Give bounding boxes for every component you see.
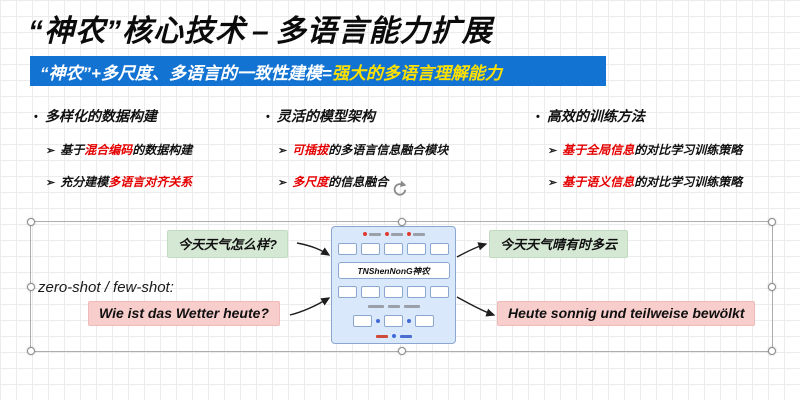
model-diagram[interactable]: TNShenNonG神农 [331, 226, 456, 344]
selection-handle-sw[interactable] [27, 347, 35, 355]
micro-text-bar-blue [399, 334, 412, 338]
cell-box [353, 315, 372, 327]
task-label [362, 232, 381, 236]
bullet-item: ➢ 基于语义信息的对比学习训练策略 [536, 173, 742, 190]
bullet-dot-icon: • [34, 111, 38, 123]
rotate-handle[interactable] [389, 179, 409, 199]
column-heading: • 多样化的数据构建 [34, 106, 192, 126]
arrow-bullet-icon: ➢ [548, 177, 558, 189]
cell-box [430, 286, 449, 298]
arrow-bullet-icon: ➢ [278, 145, 288, 157]
micro-text-bar [403, 305, 420, 308]
micro-text-bar [387, 305, 400, 308]
item-text: 基于 [60, 143, 85, 157]
selection-handle-s[interactable] [397, 347, 406, 355]
cell-box [384, 286, 403, 298]
banner-white-text: “神农”+多尺度、多语言的一致性建模= [40, 63, 332, 83]
item-highlight: 基于语义信息 [562, 175, 635, 189]
item-highlight: 可插拔 [292, 143, 329, 157]
chat-bubble-cn-answer[interactable]: 今天天气晴有时多云 [489, 230, 629, 258]
flame-icon [384, 232, 389, 236]
column-heading-text: 灵活的模型架构 [276, 108, 375, 124]
item-highlight: 多语言对齐关系 [108, 175, 193, 189]
title-part1: “神农”核心技术 [28, 15, 246, 48]
model-cells-row [338, 286, 449, 298]
selection-handle-n[interactable] [397, 218, 406, 226]
bullet-dot-icon: • [266, 111, 270, 123]
cell-box [430, 243, 449, 255]
chat-bubble-cn-question[interactable]: 今天天气怎么样? [167, 230, 288, 258]
selection-handle-w[interactable] [27, 282, 35, 291]
bullet-item: ➢ 基于混合编码的数据构建 [34, 141, 192, 158]
column-heading-text: 多样化的数据构建 [44, 108, 157, 124]
micro-text-bar [367, 305, 384, 308]
arrow-bullet-icon: ➢ [46, 145, 56, 157]
cell-box [361, 286, 380, 298]
snowflake-icon [391, 334, 396, 338]
item-text: 的对比学习训练策略 [634, 175, 743, 189]
arrow-bullet-icon: ➢ [278, 177, 288, 189]
flame-icon [362, 232, 367, 236]
selection-handle-ne[interactable] [768, 218, 776, 226]
cell-box [361, 243, 380, 255]
bullet-column-training: •高效的训练方法 ➢基于全局信息的对比学习训练策略 ➢基于语义信息的对比学习训练… [536, 106, 742, 190]
bullet-item: ➢ 充分建模多语言对齐关系 [34, 173, 192, 190]
title-dash: – [252, 15, 270, 48]
cell-box [407, 243, 426, 255]
title-part2: 多语言能力扩展 [275, 15, 493, 48]
model-cells-row [338, 243, 449, 255]
selection-box[interactable] [27, 218, 776, 355]
cell-box [415, 315, 434, 327]
micro-text-bar-red [375, 334, 388, 338]
zero-shot-label: zero-shot / few-shot: [38, 279, 174, 296]
task-label [406, 232, 425, 236]
chat-bubble-de-answer[interactable]: Heute sonnig und teilweise bewölkt [497, 301, 756, 326]
model-name-label: TNShenNonG神农 [337, 262, 450, 279]
model-top-labels [362, 232, 425, 236]
item-text: 充分建模 [60, 175, 109, 189]
item-highlight: 基于全局信息 [562, 143, 635, 157]
cell-box [384, 315, 403, 327]
micro-text-bar [368, 232, 381, 236]
item-highlight: 混合编码 [84, 143, 133, 157]
item-text: 的数据构建 [132, 143, 193, 157]
column-heading: • 灵活的模型架构 [266, 106, 448, 126]
rotate-icon [393, 180, 407, 196]
item-highlight: 多尺度 [292, 175, 329, 189]
arrow-bullet-icon: ➢ [548, 145, 558, 157]
model-cells-row [353, 315, 434, 327]
arrow-bullet-icon: ➢ [46, 177, 56, 189]
micro-text-bar [412, 232, 425, 236]
cell-box [384, 243, 403, 255]
selection-handle-e[interactable] [768, 282, 776, 291]
bullet-item: ➢ 基于全局信息的对比学习训练策略 [536, 141, 742, 158]
bullet-item: ➢ 多尺度的信息融合 [266, 173, 448, 190]
selection-handle-se[interactable] [768, 347, 776, 355]
item-text: 的信息融合 [328, 175, 389, 189]
bullet-column-data: • 多样化的数据构建 ➢ 基于混合编码的数据构建 ➢ 充分建模多语言对齐关系 [34, 106, 192, 190]
cell-box [338, 243, 357, 255]
selection-handle-nw[interactable] [27, 218, 35, 226]
banner-yellow-text: 强大的多语言理解能力 [331, 63, 502, 83]
snowflake-icon [407, 319, 411, 323]
item-text: 的多语言信息融合模块 [328, 143, 449, 157]
chat-bubble-de-question[interactable]: Wie ist das Wetter heute? [88, 301, 280, 326]
micro-text-bar [390, 232, 403, 236]
bullet-column-model: • 灵活的模型架构 ➢ 可插拔的多语言信息融合模块 ➢ 多尺度的信息融合 [266, 106, 448, 190]
model-micro-text-row [367, 305, 420, 308]
snowflake-icon [376, 319, 380, 323]
cell-box [407, 286, 426, 298]
bullet-item: ➢ 可插拔的多语言信息融合模块 [266, 141, 448, 158]
item-text: 的对比学习训练策略 [634, 143, 743, 157]
task-label [384, 232, 403, 236]
column-heading: • 高效的训练方法 [536, 106, 742, 126]
column-heading-text: 高效的训练方法 [546, 108, 645, 124]
model-bottom-row [375, 334, 412, 338]
flame-icon [406, 232, 411, 236]
bullet-dot-icon: • [536, 111, 540, 123]
subtitle-banner: “神农”+多尺度、多语言的一致性建模=强大的多语言理解能力 [30, 56, 606, 86]
cell-box [338, 286, 357, 298]
page-title: “神农”核心技术–多语言能力扩展 [28, 6, 493, 50]
